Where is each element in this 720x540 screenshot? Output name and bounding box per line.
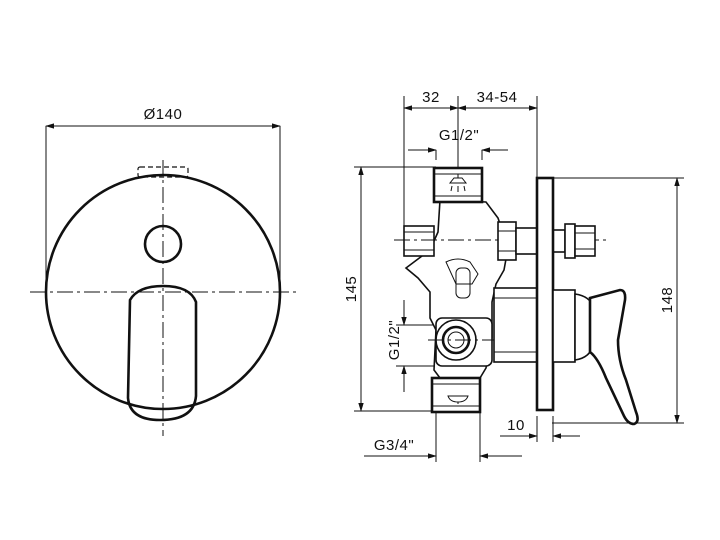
side-view: 32 34-54 G1/2" 145 G1/2"	[343, 89, 684, 462]
height-148-label: 148	[659, 287, 676, 314]
mid-thread-label: G1/2"	[386, 320, 403, 360]
diverter-slot	[137, 166, 189, 178]
diameter-dimension: Ø140	[45, 106, 281, 298]
top-thread-callout: G1/2"	[408, 127, 508, 160]
top-thread-label: G1/2"	[439, 127, 479, 144]
middle-connection	[428, 317, 500, 367]
cover-plate-side	[535, 176, 555, 412]
bottom-thread-callout: G3/4"	[364, 405, 522, 462]
height-145-label: 145	[343, 276, 360, 303]
diverter-stem	[497, 221, 596, 261]
valve-body-window	[455, 267, 471, 299]
bottom-thread-label: G3/4"	[374, 437, 414, 454]
bath-outlet	[430, 376, 482, 414]
height-145-dimension: 145	[343, 166, 436, 412]
width-32-label: 32	[422, 89, 440, 106]
diameter-label: Ø140	[144, 106, 183, 123]
diverter-knob	[143, 224, 183, 264]
shower-outlet	[432, 166, 484, 204]
valve-body-recess	[445, 258, 479, 285]
shower-head-icon	[448, 174, 468, 192]
height-148-dimension: 148	[552, 177, 684, 424]
bathtub-spout-icon	[447, 395, 469, 404]
offset-10-label: 10	[507, 417, 525, 434]
depth-dimensions: 32 34-54	[403, 89, 538, 235]
lever-handle-side	[588, 288, 639, 426]
front-view: Ø140	[30, 106, 296, 436]
cartridge-block	[493, 287, 538, 363]
lever-handle	[126, 284, 198, 422]
handle-hub	[552, 289, 595, 363]
width-34-54-label: 34-54	[477, 89, 518, 106]
offset-10-dimension: 10	[500, 416, 580, 442]
left-inlet	[403, 225, 435, 257]
cover-plate	[44, 173, 282, 411]
